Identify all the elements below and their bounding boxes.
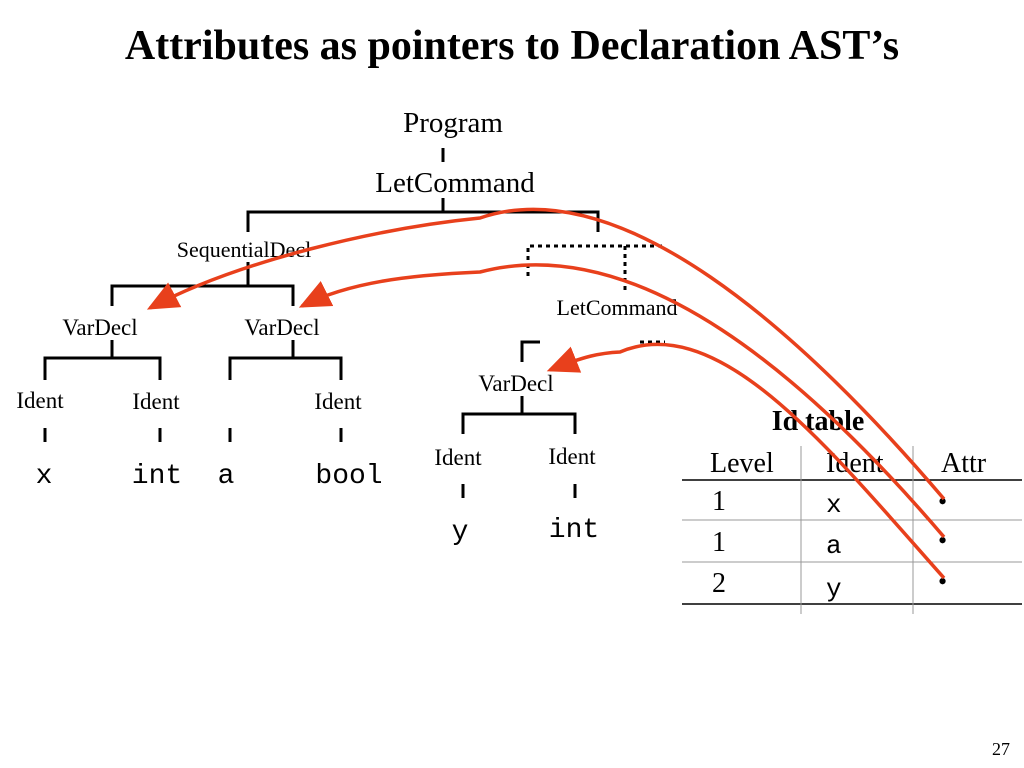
- node-var-decl: VarDecl: [478, 371, 553, 396]
- pointer-arrows: [146, 207, 946, 580]
- table-cell-level: 1: [712, 486, 726, 517]
- table-cell-ident: a: [826, 531, 842, 561]
- leaf-x: x: [36, 461, 53, 492]
- pointer-arrow-a: [298, 263, 946, 539]
- node-var-decl: VarDecl: [62, 315, 137, 340]
- node-ident: Ident: [132, 389, 180, 414]
- tree-edges: [43, 148, 665, 498]
- node-let-command: LetCommand: [375, 167, 535, 199]
- table-cell-attr: •: [938, 567, 947, 596]
- page-number: 27: [992, 739, 1010, 759]
- leaf-int: int: [132, 461, 182, 492]
- table-cell-level: 1: [712, 527, 726, 558]
- node-ident: Ident: [16, 388, 64, 413]
- pointer-arrow-y: [546, 342, 946, 580]
- node-ident: Ident: [434, 445, 482, 470]
- table-header-attr: Attr: [941, 448, 987, 479]
- leaf-y: y: [452, 517, 469, 548]
- node-program: Program: [403, 107, 503, 139]
- table-cell-attr: •: [938, 487, 947, 516]
- node-ident: Ident: [548, 444, 596, 469]
- leaf-a: a: [218, 461, 235, 492]
- leaf-int: int: [549, 515, 599, 546]
- node-var-decl: VarDecl: [244, 315, 319, 340]
- node-ident: Ident: [314, 389, 362, 414]
- table-cell-level: 2: [712, 568, 726, 599]
- table-header-ident: Ident: [826, 448, 884, 479]
- pointer-arrow-x: [146, 207, 946, 501]
- table-header-level: Level: [710, 448, 774, 479]
- node-inner-let-command: LetCommand: [557, 295, 678, 320]
- page-title: Attributes as pointers to Declaration AS…: [124, 23, 900, 69]
- table-cell-attr: •: [938, 526, 947, 555]
- table-cell-ident: y: [826, 574, 842, 604]
- node-sequential-decl: SequentialDecl: [177, 237, 311, 262]
- table-cell-ident: x: [826, 490, 842, 520]
- leaf-bool: bool: [315, 461, 382, 492]
